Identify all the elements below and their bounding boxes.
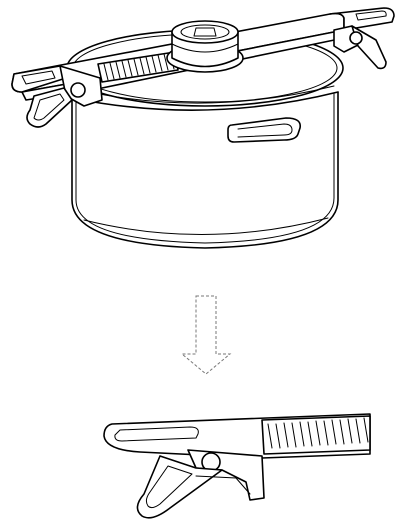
pot-with-clip-strainer <box>11 7 395 249</box>
pot-body <box>71 92 339 249</box>
right-clip-arm <box>333 25 387 70</box>
strainer-teeth <box>97 51 179 83</box>
arrow-down-icon <box>180 295 232 375</box>
pot-side-handle <box>227 117 302 143</box>
left-clip-arm <box>26 65 103 128</box>
center-hub <box>166 20 244 73</box>
clip-detail <box>103 413 371 519</box>
